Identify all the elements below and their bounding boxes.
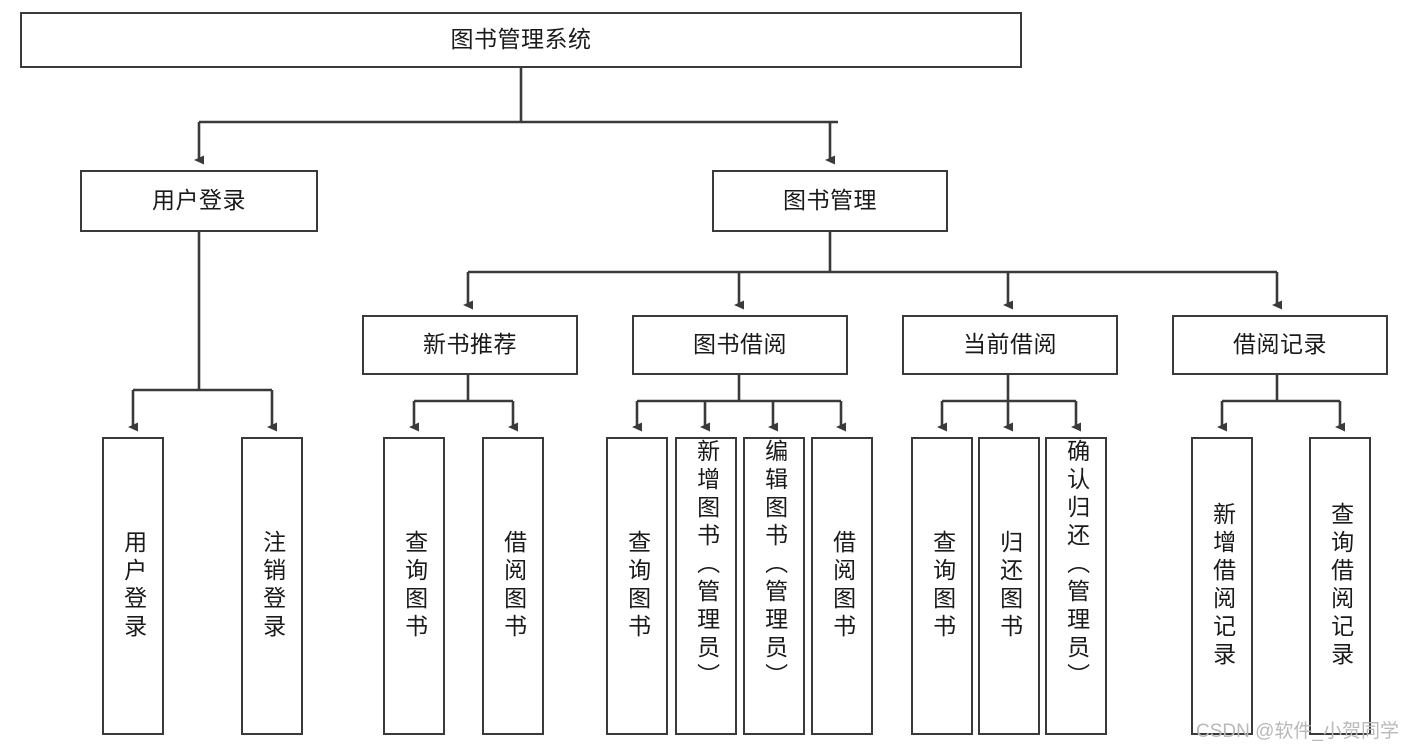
leaf-user-login[interactable]: 用户登录	[102, 437, 164, 735]
node-label: 借阅图书	[829, 530, 856, 642]
leaf-add-book-admin[interactable]: 新增图书（管理员）	[675, 437, 737, 735]
node-label: 新书推荐	[423, 331, 517, 358]
node-book-management[interactable]: 图书管理	[712, 170, 948, 232]
leaf-borrow-book[interactable]: 借阅图书	[811, 437, 873, 735]
node-label: 当前借阅	[963, 331, 1057, 358]
leaf-query-book-current[interactable]: 查询图书	[911, 437, 973, 735]
leaf-add-borrow-record[interactable]: 新增借阅记录	[1191, 437, 1253, 735]
node-root-book-management-system[interactable]: 图书管理系统	[20, 12, 1022, 68]
node-label: 注销登录	[259, 530, 286, 642]
node-borrow-record[interactable]: 借阅记录	[1172, 315, 1388, 375]
leaf-edit-book-admin[interactable]: 编辑图书（管理员）	[743, 437, 805, 735]
node-label: 查询图书	[401, 530, 428, 642]
node-label: 归还图书	[996, 530, 1023, 642]
leaf-confirm-return-admin[interactable]: 确认归还（管理员）	[1045, 437, 1107, 735]
leaf-borrow-book-recommend[interactable]: 借阅图书	[482, 437, 544, 735]
node-label: 图书管理系统	[450, 26, 592, 53]
node-label: 编辑图书（管理员）	[761, 439, 788, 691]
node-book-borrow[interactable]: 图书借阅	[632, 315, 848, 375]
node-new-book-recommend[interactable]: 新书推荐	[362, 315, 578, 375]
leaf-query-book-recommend[interactable]: 查询图书	[383, 437, 445, 735]
node-label: 用户登录	[152, 187, 246, 214]
node-label: 新增借阅记录	[1209, 502, 1236, 670]
node-user-login[interactable]: 用户登录	[80, 170, 318, 232]
leaf-query-book-borrow[interactable]: 查询图书	[606, 437, 668, 735]
node-label: 借阅图书	[500, 530, 527, 642]
node-label: 用户登录	[120, 530, 147, 642]
node-label: 借阅记录	[1233, 331, 1327, 358]
node-current-borrow[interactable]: 当前借阅	[902, 315, 1118, 375]
leaf-return-book[interactable]: 归还图书	[978, 437, 1040, 735]
leaf-query-borrow-record[interactable]: 查询借阅记录	[1309, 437, 1371, 735]
node-label: 查询图书	[929, 530, 956, 642]
node-label: 图书管理	[783, 187, 877, 214]
node-label: 查询图书	[624, 530, 651, 642]
watermark-text: CSDN @软件_小贺同学	[1196, 721, 1399, 742]
node-label: 查询借阅记录	[1327, 502, 1354, 670]
node-label: 确认归还（管理员）	[1063, 439, 1090, 691]
leaf-user-logout[interactable]: 注销登录	[241, 437, 303, 735]
node-label: 图书借阅	[693, 331, 787, 358]
node-label: 新增图书（管理员）	[693, 439, 720, 691]
